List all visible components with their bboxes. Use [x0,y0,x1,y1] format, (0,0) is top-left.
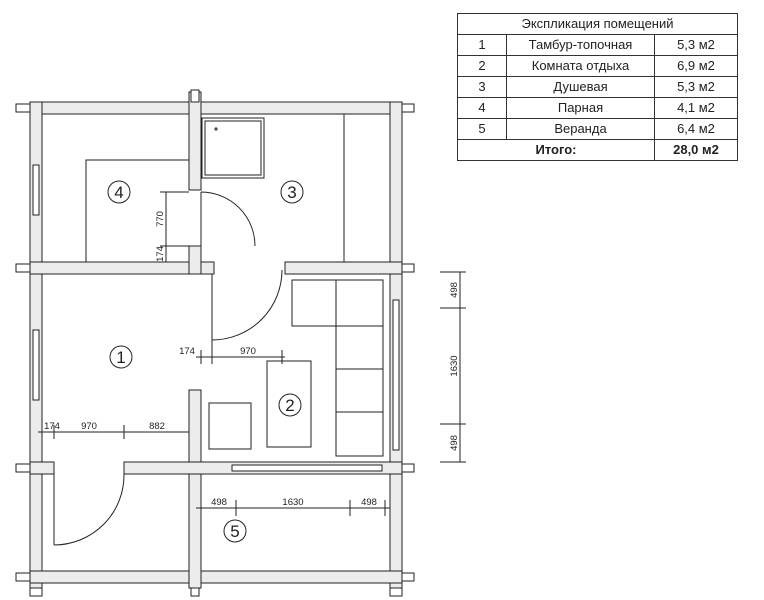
dimension-lines [38,191,466,516]
walls [29,91,403,589]
doors [53,191,283,546]
room-area: 5,3 м2 [654,76,738,98]
post-bottom-out [190,587,200,597]
total-area: 28,0 м2 [654,139,738,161]
room-name: Комната отдыха [506,55,655,77]
room-marker-4 [107,180,131,204]
wall-middle-horizontal-right [284,261,403,275]
room-area: 4,1 м2 [654,97,738,119]
steam-room-bench [85,159,189,262]
wall-middle-horizontal [29,261,215,275]
windows [32,164,400,472]
room-marker-5 [223,519,247,543]
room-number: 1 [457,34,507,56]
room-label-4: 4 [114,183,123,202]
room-name: Душевая [506,76,655,98]
dim-text: 174 [44,421,60,432]
post-top-out [190,89,200,103]
room-number: 5 [457,118,507,140]
window-left-bottom [32,329,40,401]
wall-bottom-left [29,461,55,475]
table-row: 3 Душевая 5,3 м2 [457,76,738,98]
room-label-3: 3 [287,183,296,202]
dim-text: 970 [81,421,97,432]
room-marker-1 [109,345,133,369]
room-label-2: 2 [285,396,294,415]
corner-tr-out [401,103,415,113]
room-number: 3 [457,76,507,98]
furniture [208,279,384,457]
total-row: Итого: 28,0 м2 [457,139,738,161]
corner-bl-out [15,463,31,473]
room-label-5: 5 [230,522,239,541]
room-label-1: 1 [116,348,125,367]
dim-text: 498 [211,497,227,508]
dim-text: 498 [449,435,460,451]
table-row: 1 Тамбур-топочная 5,3 м2 [457,34,738,56]
room-name: Веранда [506,118,655,140]
corner-br-out [401,463,415,473]
wall-inner-vertical-top [188,91,202,191]
chair [208,402,252,450]
corner-ml-out [15,263,31,273]
corner-bottom-right [389,587,403,597]
veranda-post-mid [188,473,202,589]
table-row: 4 Парная 4,1 м2 [457,97,738,119]
door-room1-swing [211,269,283,341]
corner-bottom-left [29,587,43,597]
window-bottom [231,464,383,472]
room-name: Тамбур-топочная [506,34,655,56]
room-area: 6,4 м2 [654,118,738,140]
total-label: Итого: [457,139,655,161]
dim-text: 174 [179,346,195,357]
table-row: 5 Веранда 6,4 м2 [457,118,738,140]
dim-text: 498 [361,497,377,508]
dim-text: 770 [155,211,166,227]
room-marker-labels: 4 3 1 2 5 [114,183,296,541]
room-markers [107,180,304,543]
corner-vl-out [15,572,31,582]
room-number: 2 [457,55,507,77]
door-entrance-swing [53,473,125,546]
corner-tl-out [15,103,31,113]
explication-table: Экспликация помещений 1 Тамбур-топочная … [457,13,738,161]
corner-vr-out [401,572,415,582]
log-ends [15,89,415,597]
dim-text: 1630 [282,497,303,508]
dimension-text: 770 174 174 970 174 970 882 498 1630 498… [44,211,460,508]
wall-top [29,101,403,115]
dim-text: 498 [449,282,460,298]
room-area: 6,9 м2 [654,55,738,77]
window-right [392,299,400,451]
room-marker-3 [280,180,304,204]
explication-header-row: Экспликация помещений [457,13,738,35]
table-row: 2 Комната отдыха 6,9 м2 [457,55,738,77]
wall-inner-vertical-mid [188,245,202,275]
room-marker-2 [278,393,302,417]
explication-title: Экспликация помещений [457,13,738,35]
corner-mr-out [401,263,415,273]
window-left-top [32,164,40,216]
door-steam-swing [200,191,256,247]
room-number: 4 [457,97,507,119]
shower-tray [201,117,265,179]
room-name: Парная [506,97,655,119]
dim-text: 882 [149,421,165,432]
shower-tray-inner [204,120,262,176]
room-area: 5,3 м2 [654,34,738,56]
dim-text: 970 [240,346,256,357]
veranda-rail [29,570,403,584]
dim-text: 174 [155,246,166,262]
interior-lines [85,114,345,356]
dim-text: 1630 [449,355,460,376]
